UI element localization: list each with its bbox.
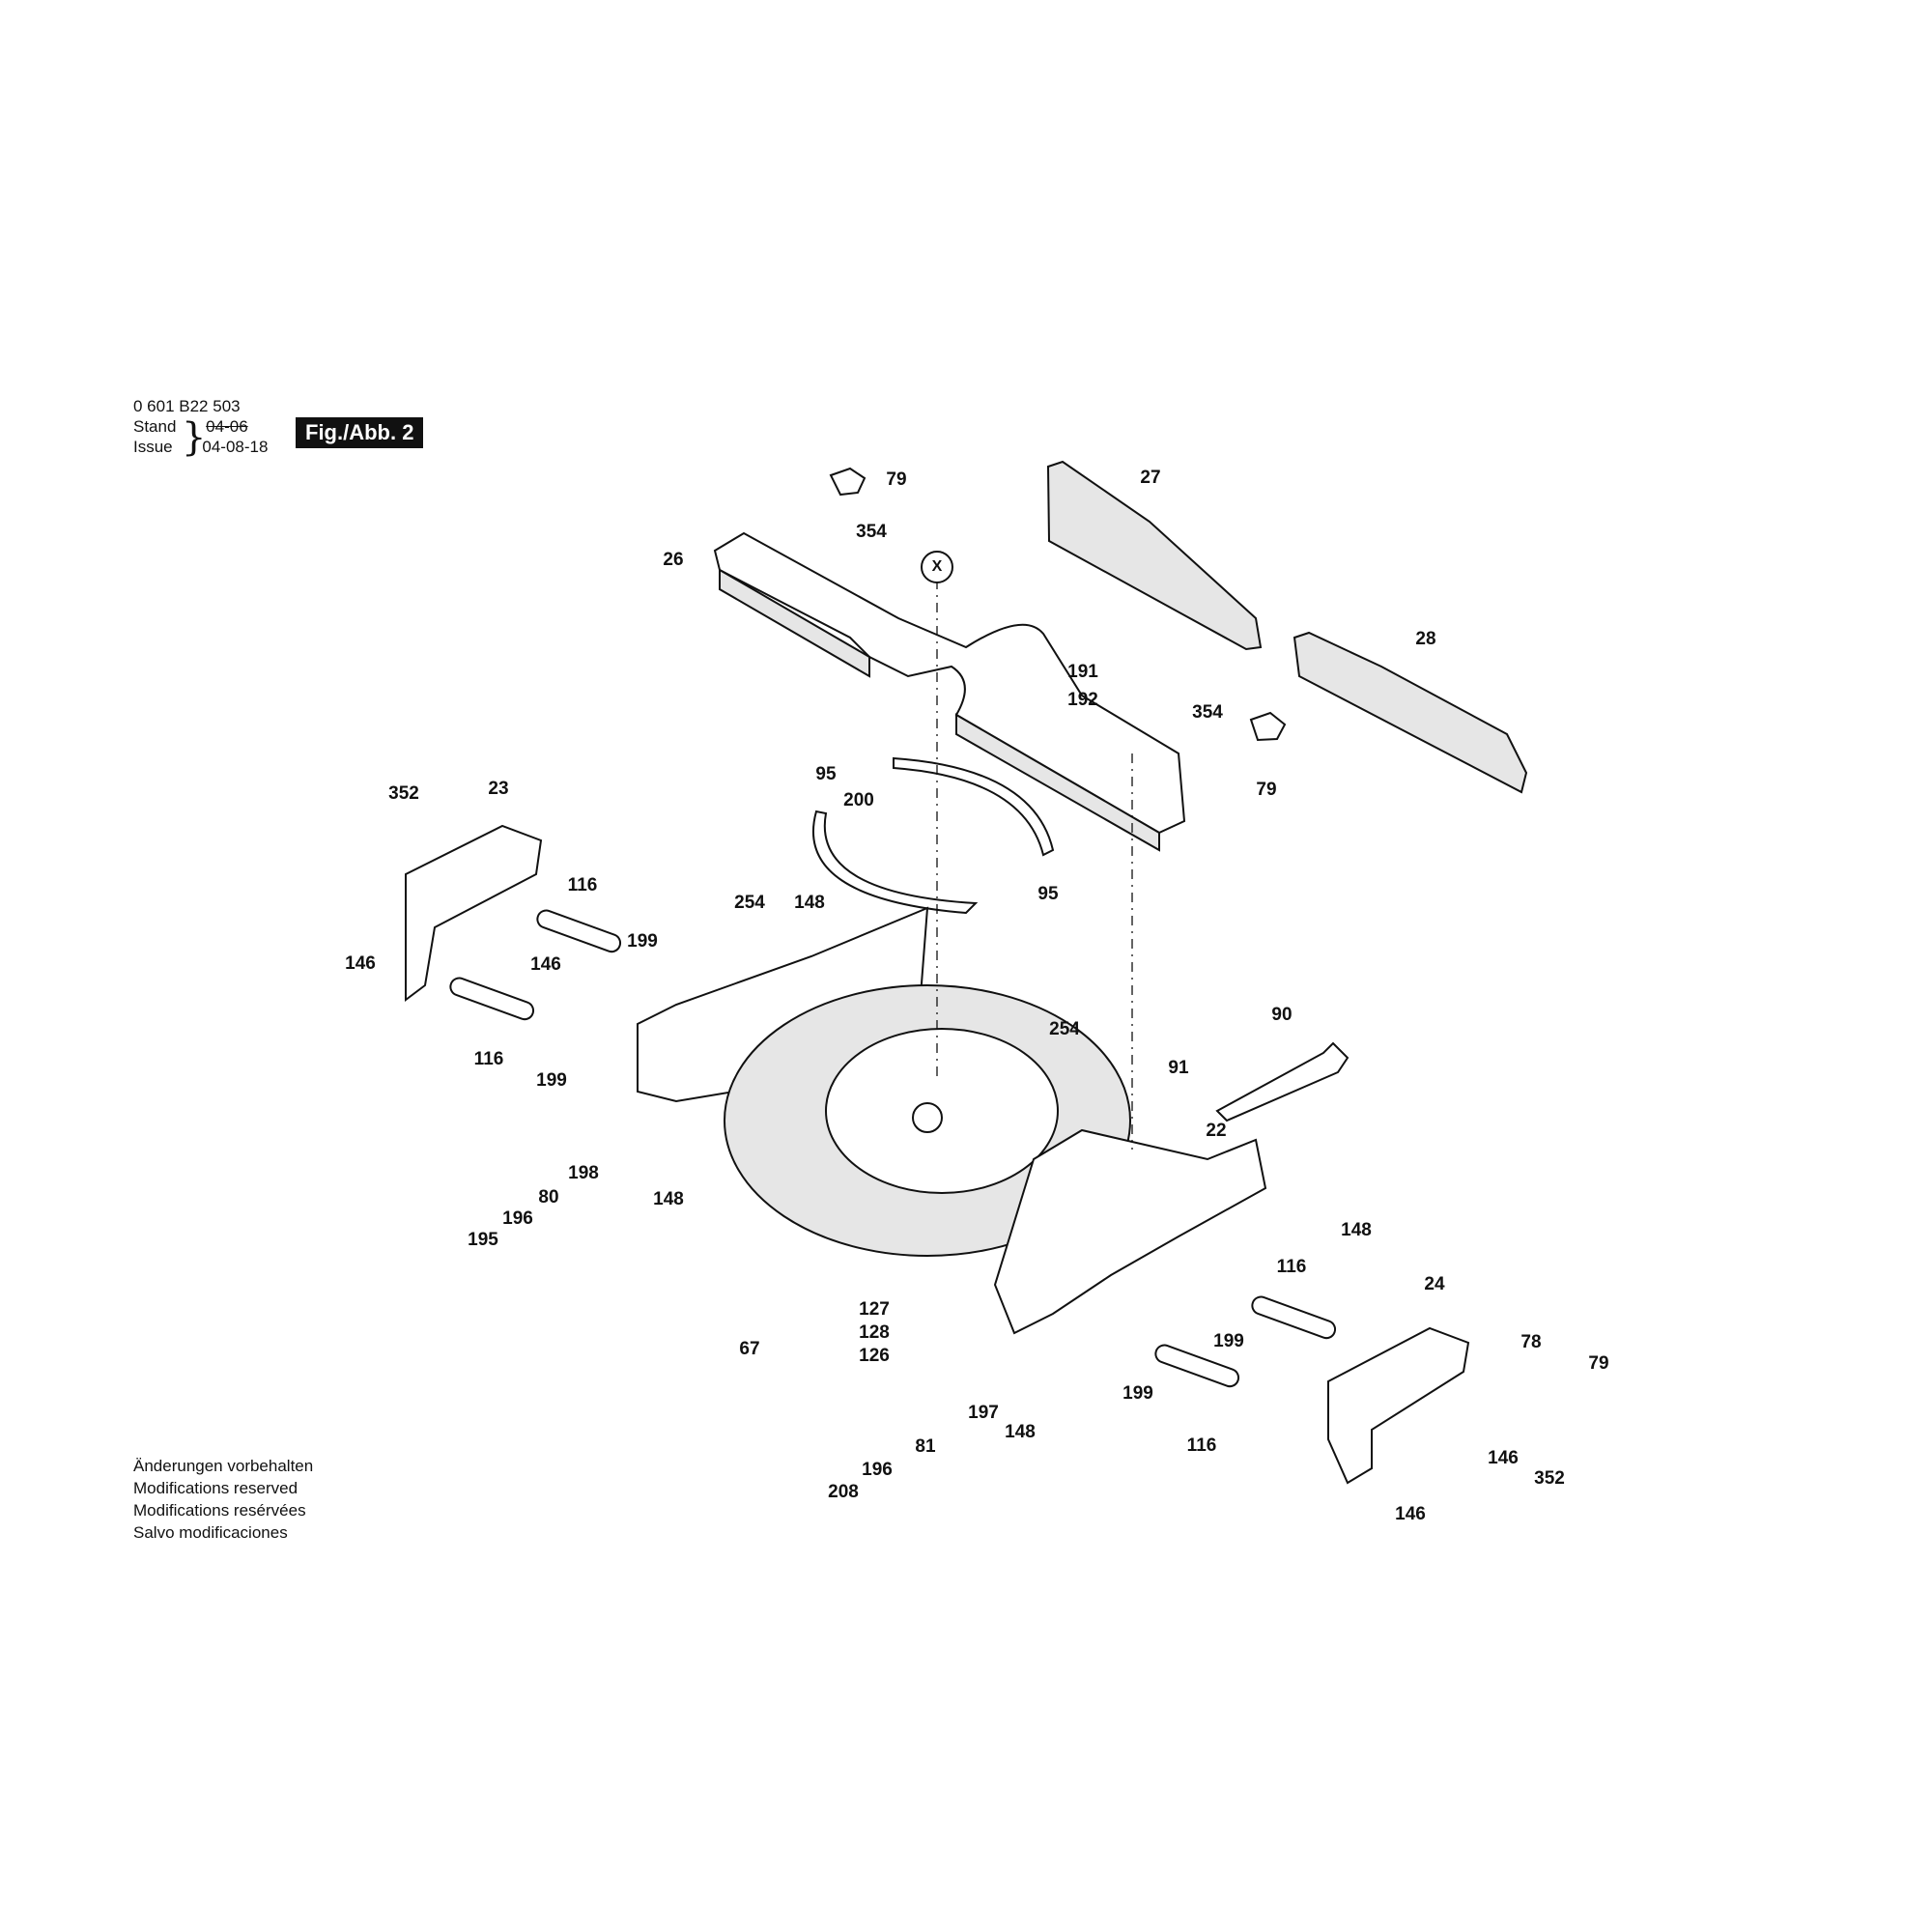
stand-label: Stand 04-06 bbox=[133, 417, 248, 436]
figure-label: Fig./Abb. 2 bbox=[296, 417, 424, 448]
note-line: Modifications resérvées bbox=[133, 1501, 306, 1520]
callout-199c: 199 bbox=[1213, 1331, 1244, 1351]
callout-254b: 254 bbox=[1049, 1019, 1080, 1039]
callout-146d: 146 bbox=[1395, 1504, 1426, 1524]
slide-plate-95 bbox=[893, 756, 1055, 857]
callout-23: 23 bbox=[488, 779, 509, 799]
callout-197: 197 bbox=[968, 1403, 999, 1423]
fence-left-part bbox=[713, 531, 1186, 852]
callout-191: 191 bbox=[1067, 662, 1098, 682]
callout-254: 254 bbox=[734, 893, 765, 913]
callout-27: 27 bbox=[1140, 468, 1161, 488]
callout-354: 354 bbox=[856, 522, 887, 542]
extension-23-part bbox=[405, 824, 543, 1002]
note-line: Salvo modificaciones bbox=[133, 1523, 288, 1542]
fence-27-part bbox=[1046, 460, 1263, 651]
callout-95: 95 bbox=[815, 764, 837, 784]
brace-icon: } bbox=[182, 415, 207, 460]
callout-352: 352 bbox=[388, 783, 419, 804]
callout-146b: 146 bbox=[345, 953, 376, 974]
callout-26: 26 bbox=[663, 550, 684, 570]
issue-label: Issue 04-08-18 bbox=[133, 438, 269, 456]
callout-354b: 354 bbox=[1192, 702, 1223, 723]
callout-148b: 148 bbox=[653, 1189, 684, 1209]
callout-199: 199 bbox=[627, 931, 658, 952]
callout-127: 127 bbox=[859, 1299, 890, 1320]
callout-352b: 352 bbox=[1534, 1468, 1565, 1489]
callout-79c: 79 bbox=[1588, 1353, 1609, 1374]
rod-116b bbox=[449, 977, 535, 1021]
knob-79-right bbox=[1249, 711, 1287, 742]
issue-date: 04-08-18 bbox=[202, 438, 269, 456]
fence-28-part bbox=[1293, 631, 1528, 794]
callout-208: 208 bbox=[828, 1482, 859, 1502]
callout-67: 67 bbox=[739, 1339, 760, 1359]
callout-148: 148 bbox=[794, 893, 825, 913]
rod-116c bbox=[1251, 1295, 1337, 1340]
wrench-90-part bbox=[1215, 1041, 1350, 1122]
callout-199d: 199 bbox=[1122, 1383, 1153, 1404]
callout-116d: 116 bbox=[1186, 1435, 1217, 1456]
rod-116d bbox=[1154, 1344, 1240, 1388]
callout-195: 195 bbox=[468, 1230, 498, 1250]
extension-24-part bbox=[1327, 1326, 1470, 1485]
modifications-note: Änderungen vorbehalten Modifications res… bbox=[133, 1455, 313, 1544]
part-number: 0 601 B22 503 bbox=[133, 397, 241, 415]
callout-79b: 79 bbox=[1256, 780, 1277, 800]
base-table-part bbox=[637, 906, 1267, 1335]
callout-148d: 148 bbox=[1005, 1422, 1036, 1442]
slide-plate-95b bbox=[811, 810, 979, 915]
callout-79: 79 bbox=[886, 469, 907, 490]
callout-80: 80 bbox=[538, 1187, 559, 1208]
header-block: 0 601 B22 503 Stand 04-06 Issue 04-08-18 bbox=[133, 396, 268, 457]
callout-95b: 95 bbox=[1037, 884, 1059, 904]
callout-116c: 116 bbox=[1276, 1257, 1307, 1277]
callout-81: 81 bbox=[915, 1436, 936, 1457]
callout-x: X bbox=[931, 558, 943, 575]
callout-148c: 148 bbox=[1341, 1220, 1372, 1240]
callout-116: 116 bbox=[567, 875, 598, 895]
callout-126: 126 bbox=[859, 1346, 890, 1366]
callout-146: 146 bbox=[530, 954, 561, 975]
callout-128: 128 bbox=[859, 1322, 890, 1343]
note-line: Änderungen vorbehalten bbox=[133, 1457, 314, 1475]
callout-28: 28 bbox=[1415, 629, 1436, 649]
note-line: Modifications reserved bbox=[133, 1479, 298, 1497]
callout-91: 91 bbox=[1168, 1058, 1189, 1078]
callout-90: 90 bbox=[1271, 1005, 1293, 1025]
callout-192: 192 bbox=[1067, 690, 1098, 710]
callout-116b: 116 bbox=[473, 1049, 504, 1069]
callout-200: 200 bbox=[843, 790, 874, 810]
callout-196b: 196 bbox=[862, 1460, 893, 1480]
callout-22: 22 bbox=[1206, 1121, 1227, 1141]
callout-199b: 199 bbox=[536, 1070, 567, 1091]
callout-146c: 146 bbox=[1488, 1448, 1519, 1468]
x-marker-icon bbox=[921, 551, 953, 583]
knob-79-top bbox=[829, 467, 867, 497]
callout-24: 24 bbox=[1424, 1274, 1445, 1294]
old-date: 04-06 bbox=[206, 417, 248, 436]
callout-78: 78 bbox=[1520, 1332, 1542, 1352]
callout-196: 196 bbox=[502, 1208, 533, 1229]
callout-198: 198 bbox=[568, 1163, 599, 1183]
rod-116a bbox=[536, 909, 622, 953]
